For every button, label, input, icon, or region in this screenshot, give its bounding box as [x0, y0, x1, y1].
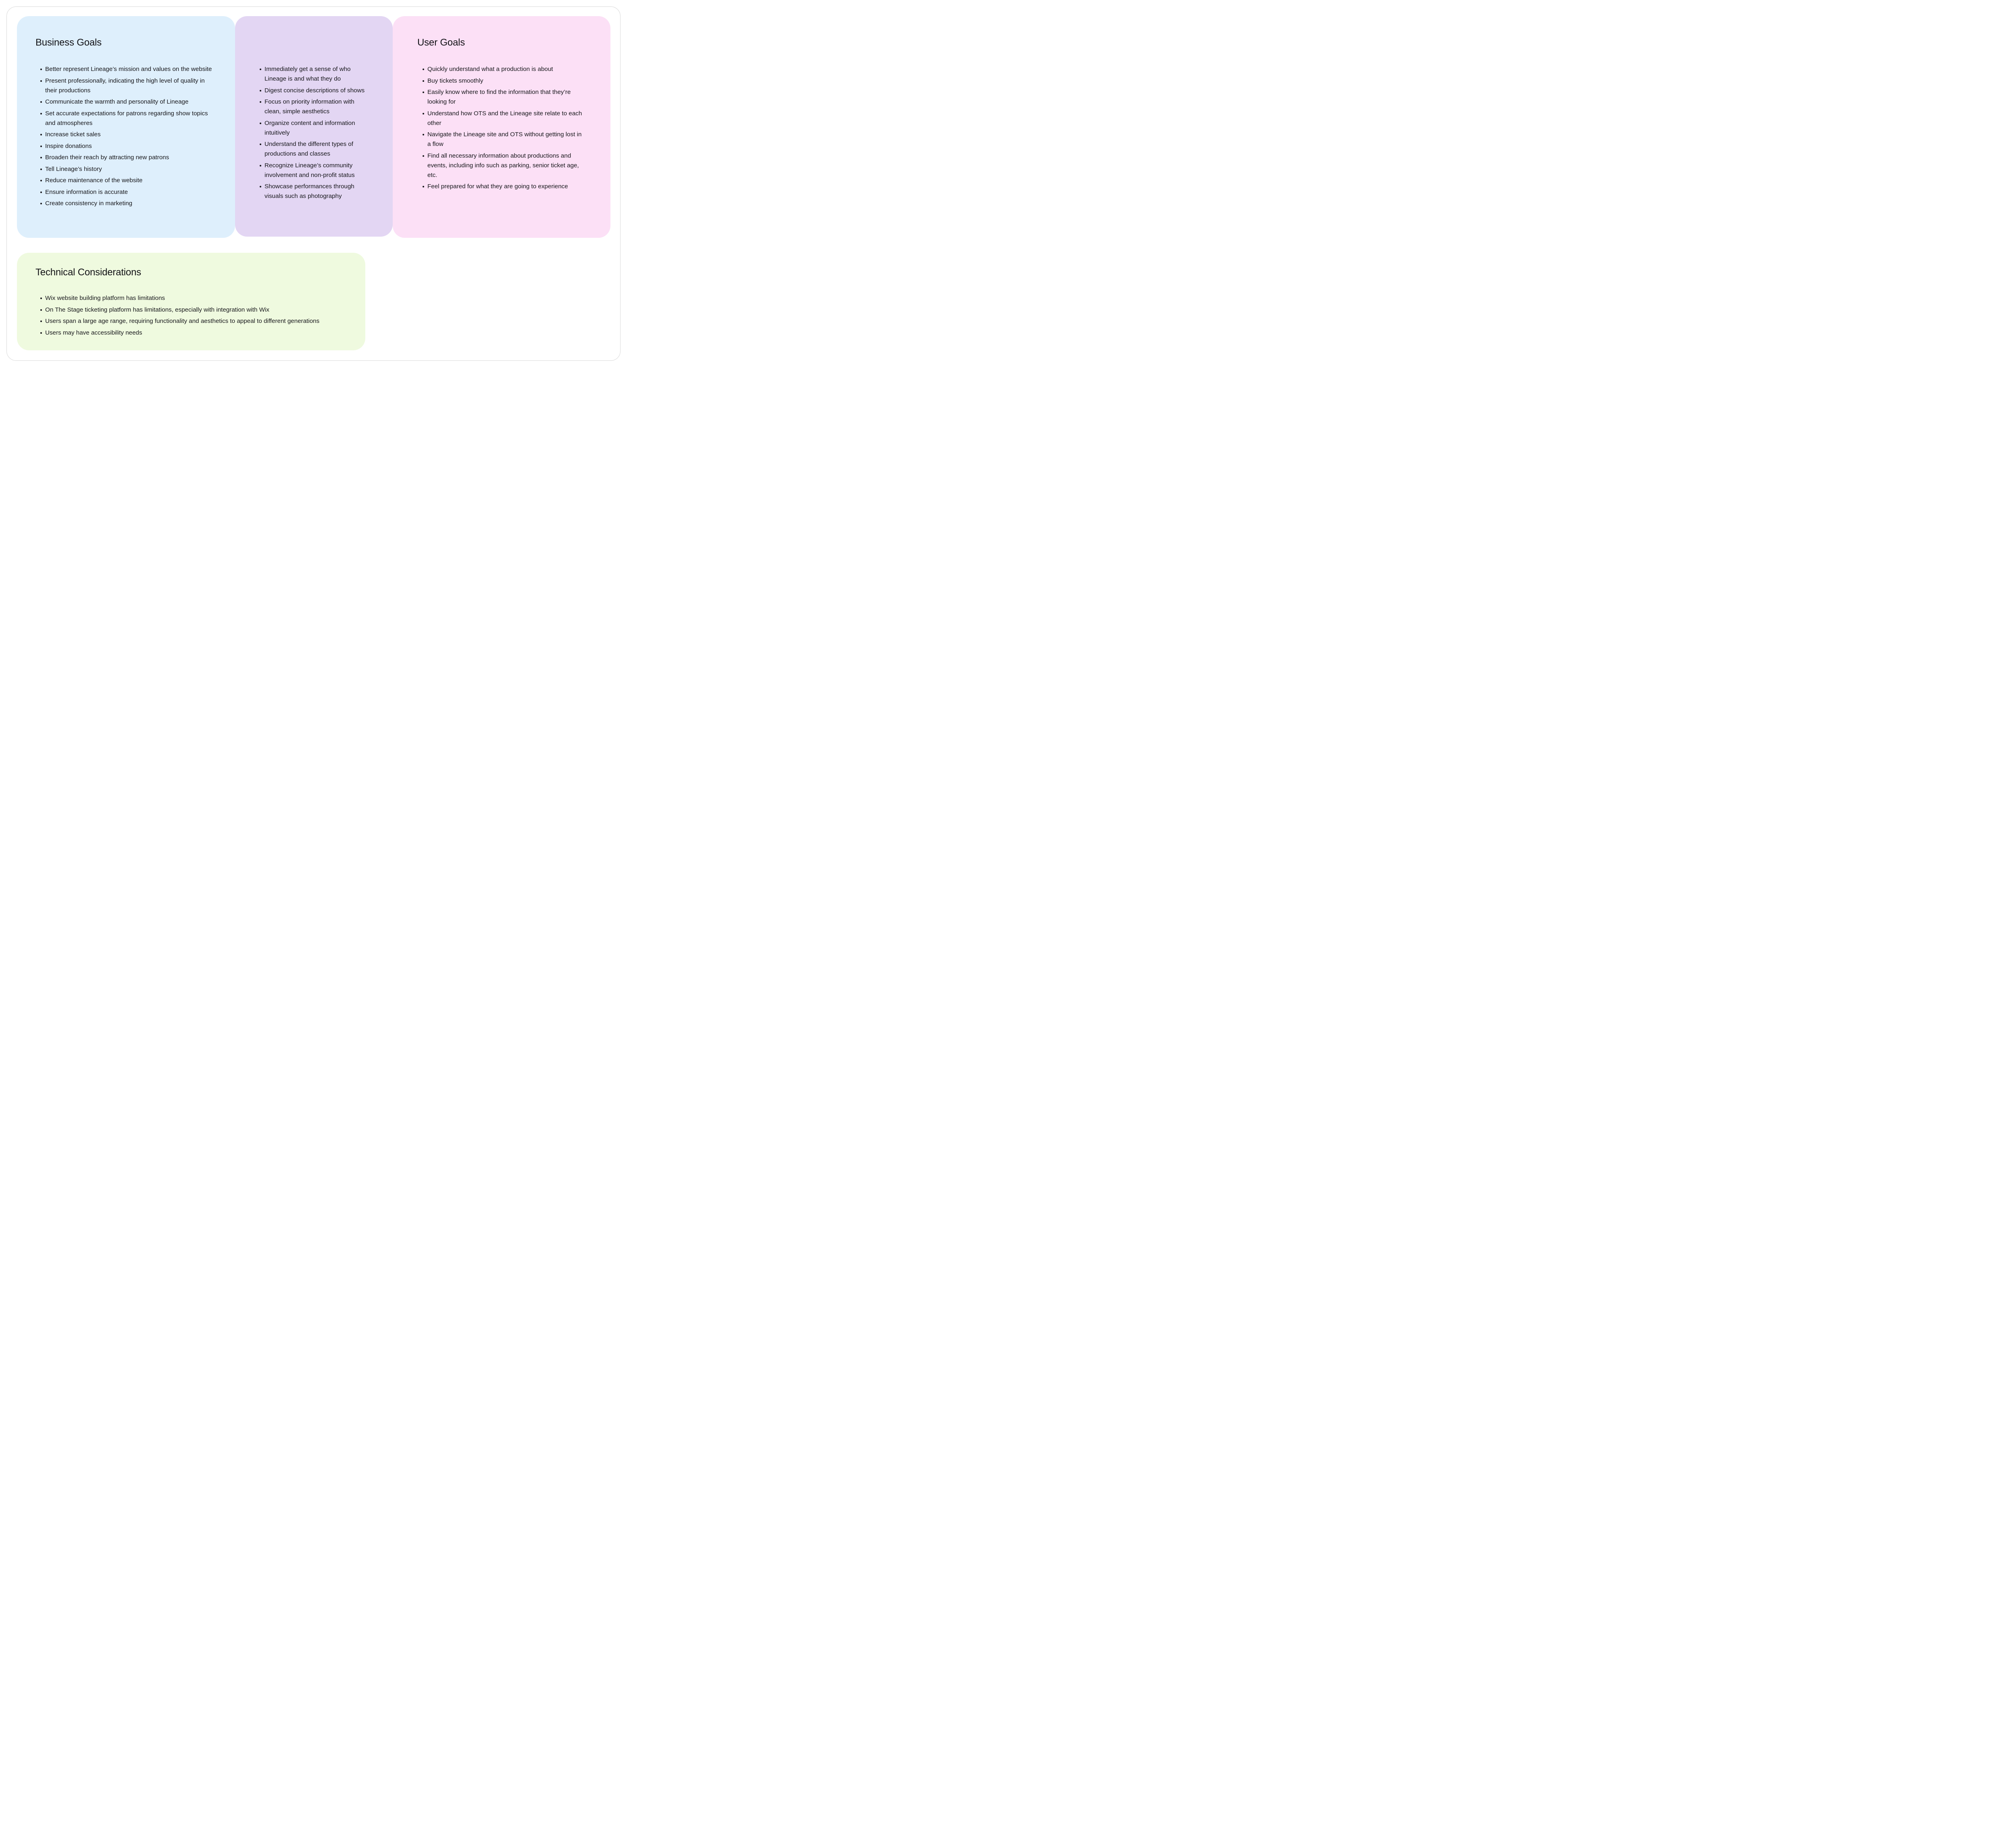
bullet-item: Present professionally, indicating the h…	[40, 76, 213, 96]
card-user-goals: User Goals Quickly understand what a pro…	[393, 16, 610, 238]
bullet-item: Organize content and information intuiti…	[260, 119, 370, 138]
bullet-item: Find all necessary information about pro…	[423, 151, 583, 180]
bullet-item: Buy tickets smoothly	[423, 76, 583, 86]
bullet-item: Increase ticket sales	[40, 130, 213, 139]
bullet-item: Broaden their reach by attracting new pa…	[40, 153, 213, 162]
card-untitled-middle: Immediately get a sense of who Lineage i…	[235, 16, 393, 237]
bullet-item: Understand how OTS and the Lineage site …	[423, 109, 583, 128]
card-title-business-goals: Business Goals	[35, 37, 102, 48]
bullet-item: Create consistency in marketing	[40, 199, 213, 208]
card-technical-considerations: Technical Considerations Wix website bui…	[17, 253, 365, 350]
bullet-item: Tell Lineage’s history	[40, 164, 213, 174]
bullet-item: Quickly understand what a production is …	[423, 64, 583, 74]
bullet-item: Inspire donations	[40, 141, 213, 151]
bullet-item: Recognize Lineage’s community involvemen…	[260, 161, 370, 180]
bullet-item: Understand the different types of produc…	[260, 139, 370, 159]
card-title-user-goals: User Goals	[417, 37, 465, 48]
bullet-item: Focus on priority information with clean…	[260, 97, 370, 117]
bullet-item: Easily know where to find the informatio…	[423, 87, 583, 107]
business-goals-bullet-list: Better represent Lineage’s mission and v…	[40, 64, 213, 208]
bullet-item: Navigate the Lineage site and OTS withou…	[423, 130, 583, 149]
bullet-item: Showcase performances through visuals su…	[260, 182, 370, 201]
user-goals-bullet-list: Quickly understand what a production is …	[423, 64, 583, 191]
middle-bullet-list: Immediately get a sense of who Lineage i…	[260, 64, 370, 201]
whiteboard-canvas: { "frame": { "border_color": "#D9D9D9", …	[0, 0, 627, 367]
bullet-item: Users may have accessibility needs	[40, 328, 359, 338]
bullet-item: On The Stage ticketing platform has limi…	[40, 305, 359, 315]
bullet-item: Wix website building platform has limita…	[40, 293, 359, 303]
bullet-item: Digest concise descriptions of shows	[260, 86, 370, 96]
bullet-item: Better represent Lineage’s mission and v…	[40, 64, 213, 74]
card-business-goals: Business Goals Better represent Lineage’…	[17, 16, 235, 238]
bullet-item: Set accurate expectations for patrons re…	[40, 109, 213, 128]
technical-considerations-bullet-list: Wix website building platform has limita…	[40, 293, 359, 338]
bullet-item: Ensure information is accurate	[40, 187, 213, 197]
bullet-item: Feel prepared for what they are going to…	[423, 182, 583, 191]
bullet-item: Reduce maintenance of the website	[40, 176, 213, 185]
bullet-item: Immediately get a sense of who Lineage i…	[260, 64, 370, 84]
bullet-item: Users span a large age range, requiring …	[40, 316, 359, 326]
card-title-technical-considerations: Technical Considerations	[35, 267, 142, 278]
bullet-item: Communicate the warmth and personality o…	[40, 97, 213, 107]
